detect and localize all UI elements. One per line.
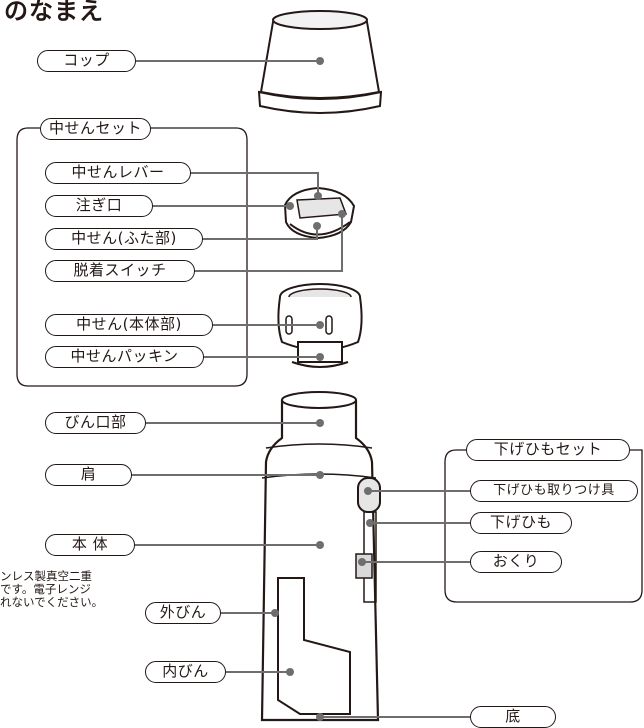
label-cup: コップ	[37, 50, 136, 72]
label-bottom: 底	[470, 706, 556, 728]
label-strap-slider: おくり	[470, 551, 562, 573]
label-main-body: 本 体	[45, 534, 135, 556]
label-spout: 注ぎ口	[45, 195, 153, 217]
label-stopper-lid: 中せん(ふた部)	[45, 228, 203, 250]
note-line-3: れないでください。	[0, 596, 103, 609]
bottle-illustration	[262, 392, 380, 720]
label-inner-bottle: 内びん	[145, 661, 226, 683]
label-strap-set: 下げひもセット	[466, 439, 630, 461]
label-stopper-lever: 中せんレバー	[45, 162, 191, 184]
label-outer-bottle: 外びん	[145, 602, 221, 624]
label-shoulder: 肩	[45, 464, 132, 486]
page-title: のなまえ	[4, 0, 104, 26]
material-note: ンレス製真空二重 です。電子レンジ れないでください。	[0, 570, 103, 609]
label-stopper-set: 中せんセット	[40, 118, 151, 140]
label-strap: 下げひも	[470, 512, 572, 534]
label-strap-mount: 下げひも取りつけ具	[470, 480, 638, 502]
label-release-switch: 脱着スイッチ	[45, 260, 195, 282]
label-stopper-body: 中せん(本体部)	[45, 314, 213, 336]
label-stopper-packing: 中せんパッキン	[45, 346, 204, 368]
label-bottle-mouth: びん口部	[45, 412, 146, 434]
